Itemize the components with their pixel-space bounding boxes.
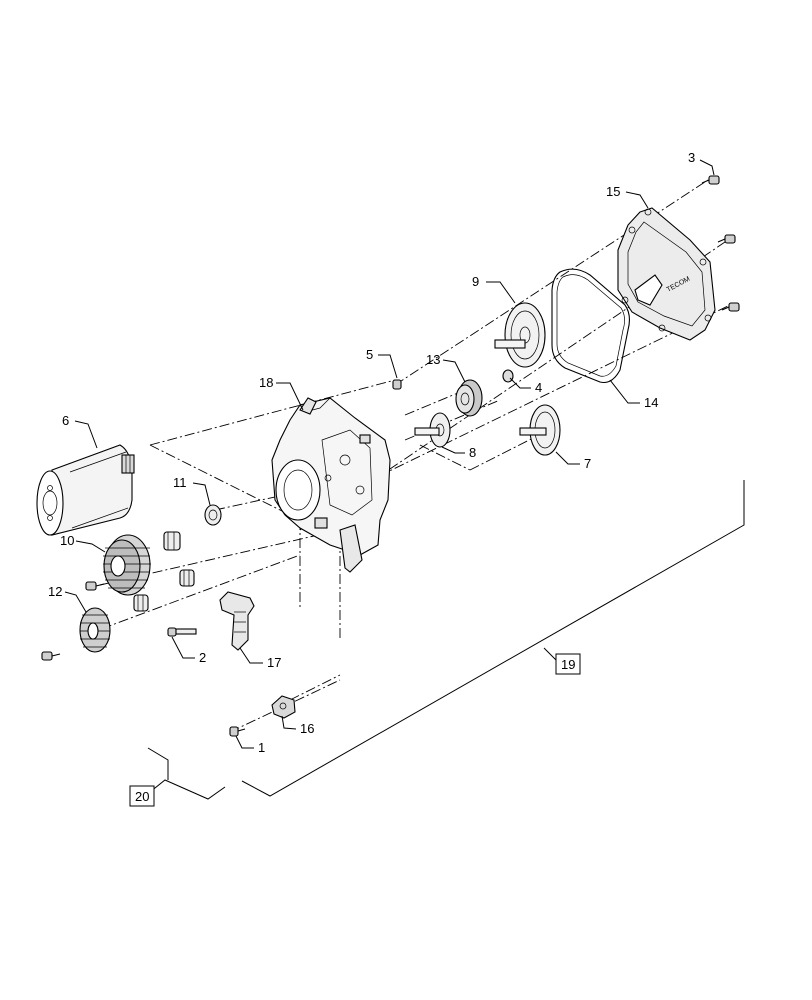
callout-7: 7 xyxy=(584,456,591,471)
screw-part-2 xyxy=(167,627,197,637)
screw-part-5 xyxy=(392,379,402,390)
callout-2: 2 xyxy=(199,650,206,665)
clip-part-16 xyxy=(271,695,296,719)
screw-part-1 xyxy=(229,726,246,737)
callout-6: 6 xyxy=(62,413,69,428)
callout-11: 11 xyxy=(173,475,187,490)
motor-part-6 xyxy=(36,444,135,536)
screws-part-3 xyxy=(701,175,740,312)
callout-1: 1 xyxy=(258,740,265,755)
shaft-gear-part-8 xyxy=(414,412,451,448)
callout-15: 15 xyxy=(606,184,620,199)
gear-part-10 xyxy=(103,531,195,596)
callout-17: 17 xyxy=(267,655,281,670)
screw-gear-10 xyxy=(85,581,105,591)
callout-12: 12 xyxy=(48,584,62,599)
callout-14: 14 xyxy=(644,395,658,410)
callout-4: 4 xyxy=(535,380,542,395)
shaft-gear-part-7 xyxy=(519,404,561,456)
screw-gear-12 xyxy=(41,651,61,661)
callout-18: 18 xyxy=(259,375,273,390)
gear-housing-part-18 xyxy=(271,397,391,573)
callout-labels: 1 2 3 4 5 6 7 8 9 10 11 12 13 14 15 16 1… xyxy=(48,150,695,755)
callout-5: 5 xyxy=(366,347,373,362)
bearing-part-13 xyxy=(455,379,483,417)
callout-3: 3 xyxy=(688,150,695,165)
boxed-callout-19-label: 19 xyxy=(561,657,575,672)
boxed-callout-19: 19 xyxy=(555,653,581,675)
bushing-part-11 xyxy=(204,504,222,526)
callout-10: 10 xyxy=(60,533,74,548)
callout-leaders xyxy=(64,159,745,800)
lever-bracket-part-17 xyxy=(219,591,255,651)
boxed-callout-20: 20 xyxy=(129,785,155,807)
callout-16: 16 xyxy=(300,721,314,736)
shaft-gear-part-9 xyxy=(494,302,546,368)
callout-8: 8 xyxy=(469,445,476,460)
callout-9: 9 xyxy=(472,274,479,289)
cover-part-15: TECOM xyxy=(617,207,716,341)
callout-13: 13 xyxy=(426,352,440,367)
gear-part-12 xyxy=(79,594,149,653)
boxed-callout-20-label: 20 xyxy=(135,789,149,804)
